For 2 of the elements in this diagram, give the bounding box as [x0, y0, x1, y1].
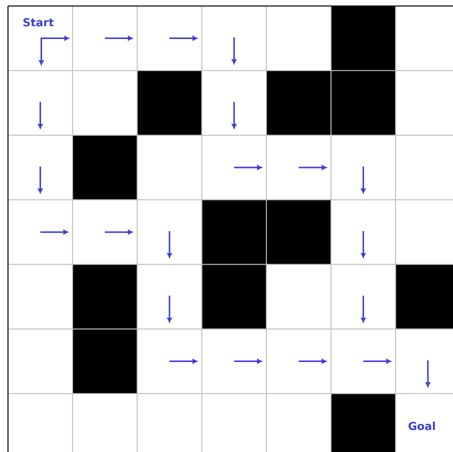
cell-label: Goal	[408, 422, 435, 430]
cell-label: Start	[23, 18, 54, 26]
